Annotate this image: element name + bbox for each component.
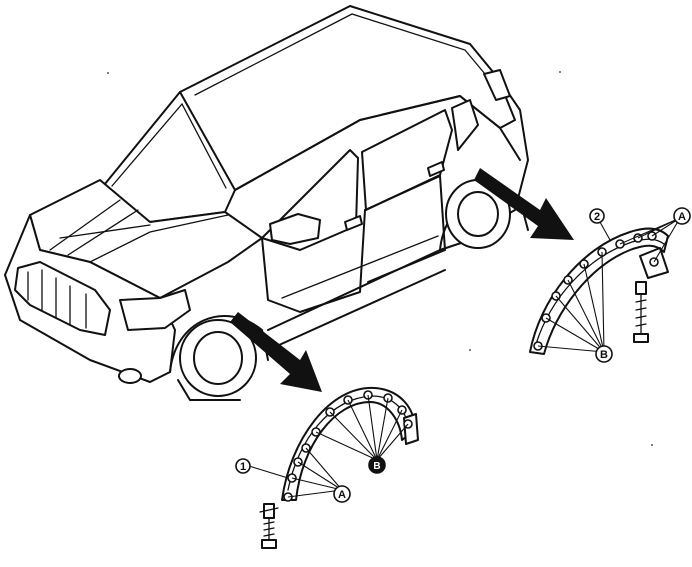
rear-bolt-icon — [633, 281, 649, 343]
callout-clip-a-rear: A — [673, 207, 691, 225]
callout-clip-a-front: A — [333, 485, 351, 503]
rear-fender-protector: 2 A B — [529, 207, 691, 363]
svg-text:A: A — [678, 211, 686, 223]
rear-arrow — [474, 168, 574, 240]
front-bolt-icon — [259, 503, 279, 549]
front-fender-protector: 1 A B — [235, 386, 419, 549]
svg-text:B: B — [600, 349, 608, 361]
vehicle-illustration — [4, 5, 529, 401]
svg-text:1: 1 — [240, 461, 246, 473]
svg-text:B: B — [373, 461, 380, 472]
scan-specks — [107, 71, 653, 446]
callout-clip-b-front: B — [368, 456, 386, 474]
callout-part-1: 1 — [235, 458, 289, 479]
callout-clip-b-rear: B — [595, 345, 613, 363]
svg-text:2: 2 — [594, 211, 600, 223]
callout-part-2: 2 — [589, 208, 611, 241]
front-arrow — [230, 312, 322, 392]
svg-text:A: A — [338, 489, 346, 501]
